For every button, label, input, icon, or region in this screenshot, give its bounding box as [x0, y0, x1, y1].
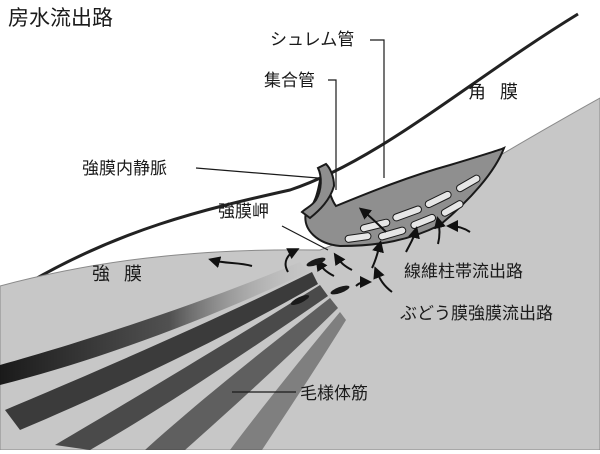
label-scleral-spur: 強膜岬	[218, 204, 269, 221]
label-uveoscleral-outflow: ぶどう膜強膜流出路	[400, 306, 553, 323]
diagram-title: 房水流出路	[8, 8, 113, 29]
leader-schlemm	[370, 40, 384, 178]
label-cornea: 角膜	[468, 84, 532, 102]
leader-vein	[196, 168, 318, 178]
label-collector-channel: 集合管	[264, 73, 315, 90]
label-intrascleral-vein: 強膜内静脈	[82, 161, 167, 178]
label-schlemm-canal: シュレム管	[270, 32, 354, 49]
label-sclera: 強膜	[92, 266, 156, 284]
label-trabecular-outflow: 線維柱帯流出路	[404, 264, 523, 281]
label-ciliary-muscle: 毛様体筋	[300, 386, 368, 403]
